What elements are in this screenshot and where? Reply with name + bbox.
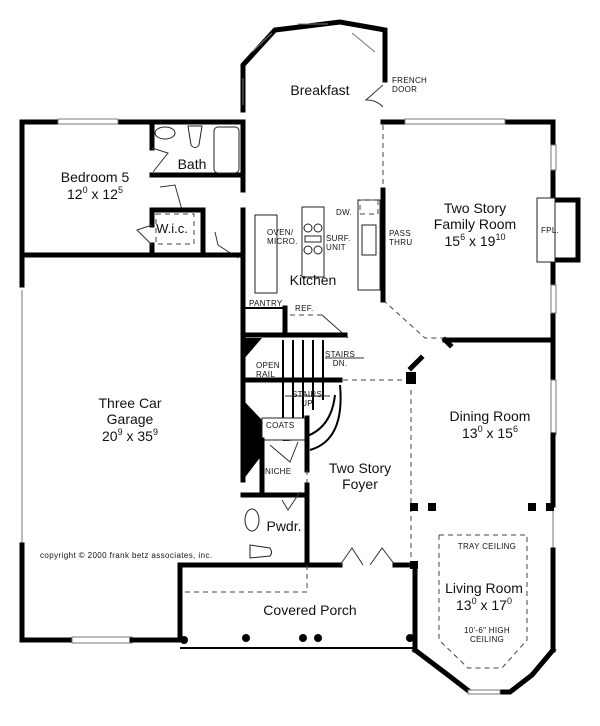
room-dim-dining: 130 x 156 bbox=[462, 424, 518, 442]
breakfast-walls bbox=[240, 19, 388, 113]
room-bedroom-5: Bedroom 5 120 x 125 bbox=[50, 169, 140, 202]
niche-label: NICHE bbox=[265, 467, 292, 476]
open-rail-label: OPEN RAIL bbox=[256, 361, 280, 379]
room-living: Living Room 130 x 170 bbox=[432, 580, 536, 613]
dishwasher-label: DW. bbox=[336, 208, 353, 217]
pass-thru-label: PASS THRU bbox=[389, 229, 412, 247]
stairs-down-label: STAIRS DN. bbox=[325, 350, 355, 368]
room-label-dining: Dining Room bbox=[449, 408, 531, 424]
powder-wing-walls bbox=[185, 415, 418, 593]
refrigerator-label: REF. bbox=[295, 304, 314, 313]
pass-label-line1: PASS bbox=[389, 229, 411, 238]
room-label-foyer-line2: Foyer bbox=[342, 476, 378, 493]
surf-label-line1: SURF. bbox=[326, 234, 351, 243]
stairs-up-line1: STAIRS bbox=[292, 390, 323, 399]
stairs-dn-line1: STAIRS bbox=[325, 350, 356, 359]
bedroom-wing-walls bbox=[19, 118, 246, 259]
room-label-breakfast: Breakfast bbox=[290, 82, 350, 98]
room-garage: Three Car Garage 209 x 359 bbox=[80, 395, 180, 444]
coats-closet-label: COATS bbox=[266, 421, 295, 430]
room-label-garage-line2: Garage bbox=[106, 411, 154, 428]
porch-walls bbox=[177, 562, 415, 649]
room-label-family-line2: Family Room bbox=[433, 216, 517, 233]
stairs-up-line2: UP bbox=[301, 399, 313, 409]
oven-label-line2: MICRO. bbox=[267, 237, 298, 247]
high-ceiling-line2: CEILING bbox=[469, 635, 505, 645]
stairs bbox=[240, 338, 410, 480]
room-label-bedroom-5: Bedroom 5 bbox=[60, 169, 130, 185]
oven-label-line1: OVEN/ bbox=[267, 228, 294, 237]
pass-label-line2: THRU bbox=[389, 238, 413, 248]
room-label-bath: Bath bbox=[177, 156, 207, 172]
room-dim-bedroom-5: 120 x 125 bbox=[67, 185, 123, 203]
room-dim-family: 156 x 1910 bbox=[444, 232, 506, 250]
french-door-label-line2: DOOR bbox=[392, 85, 418, 95]
high-ceiling-label: 10'-6" HIGH CEILING bbox=[452, 626, 522, 644]
french-door-label-line1: FRENCH bbox=[392, 76, 428, 85]
stairs-dn-line2: DN. bbox=[332, 359, 348, 369]
room-family: Two Story Family Room 156 x 1910 bbox=[420, 200, 530, 249]
room-foyer: Two Story Foyer bbox=[320, 460, 400, 492]
room-label-kitchen: Kitchen bbox=[289, 272, 337, 288]
tray-ceiling-label: TRAY CEILING bbox=[457, 542, 517, 551]
copyright-notice: copyright © 2000 frank betz associates, … bbox=[40, 551, 213, 560]
room-label-family-line1: Two Story bbox=[443, 200, 507, 216]
open-rail-line2: RAIL bbox=[256, 370, 275, 380]
room-label-wic: W.i.c. bbox=[156, 221, 188, 236]
oven-micro-label: OVEN/ MICRO. bbox=[267, 228, 298, 246]
fireplace-label: FPL. bbox=[541, 226, 560, 235]
dining-living-walls bbox=[406, 336, 557, 695]
stairs-up-label: STAIRS UP bbox=[292, 390, 322, 408]
room-label-porch: Covered Porch bbox=[263, 602, 357, 618]
room-dining: Dining Room 130 x 156 bbox=[440, 408, 540, 441]
room-dim-garage: 209 x 359 bbox=[102, 427, 158, 445]
surf-label-line2: UNIT bbox=[326, 243, 346, 253]
high-ceiling-line1: 10'-6" HIGH bbox=[464, 626, 510, 635]
pantry-label: PANTRY bbox=[249, 299, 283, 308]
room-label-powder: Pwdr. bbox=[266, 518, 302, 534]
open-rail-line1: OPEN bbox=[256, 361, 280, 370]
room-label-garage-line1: Three Car bbox=[98, 395, 162, 411]
room-label-foyer-line1: Two Story bbox=[328, 460, 392, 476]
garage-walls bbox=[19, 252, 246, 644]
room-dim-living: 130 x 170 bbox=[456, 596, 512, 614]
french-door-label: FRENCH DOOR bbox=[392, 76, 427, 94]
surface-unit-label: SURF. UNIT bbox=[326, 234, 351, 252]
room-label-living: Living Room bbox=[445, 580, 523, 596]
